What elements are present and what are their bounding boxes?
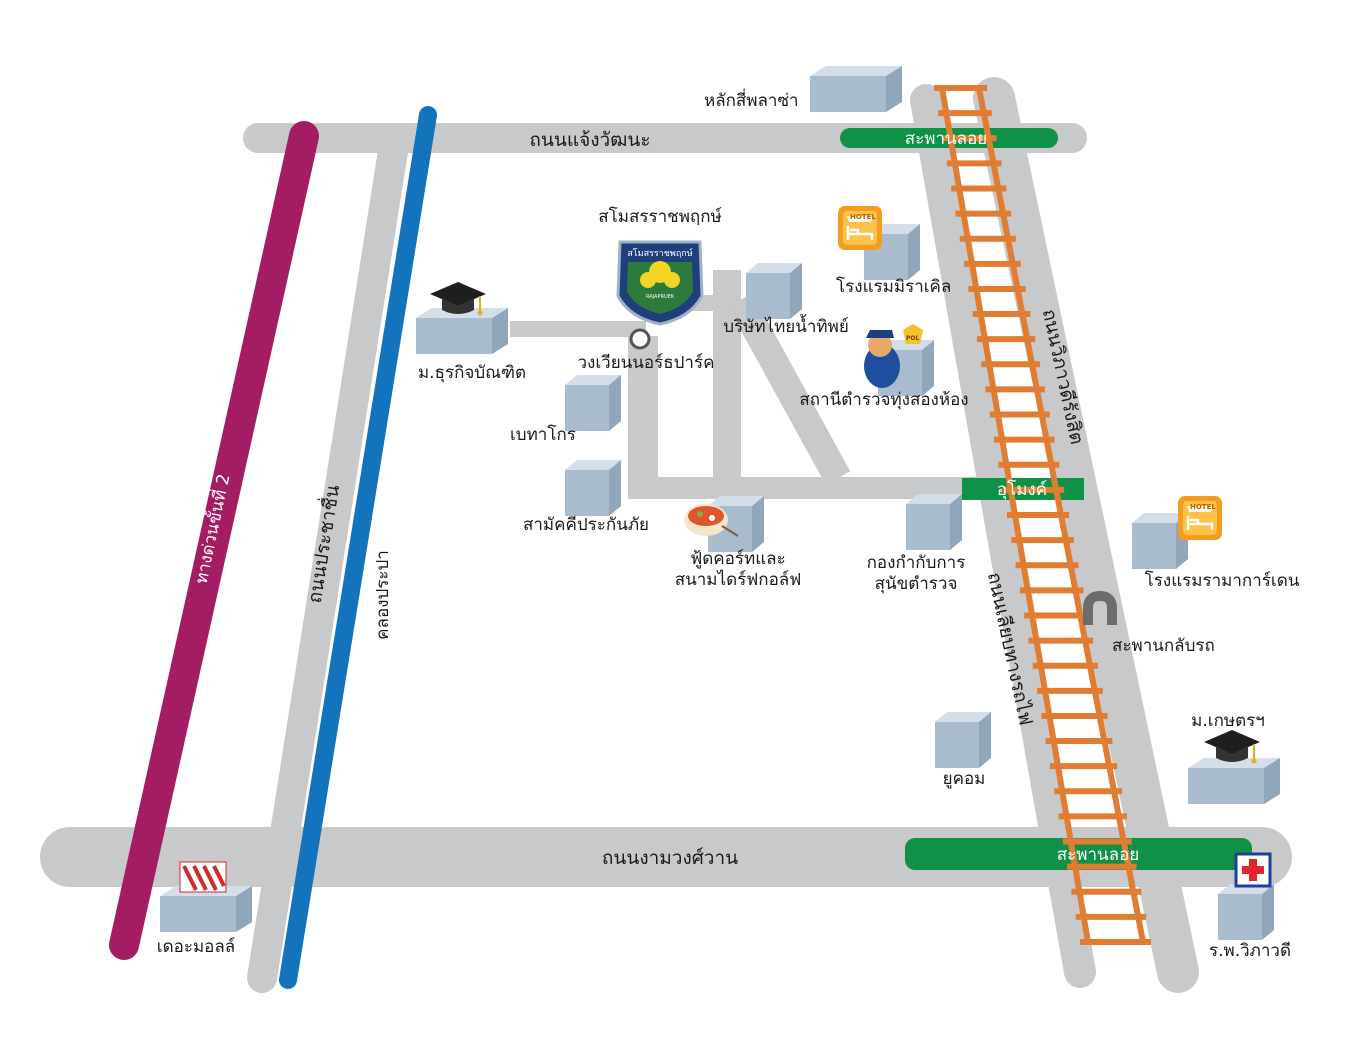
- label-tunnel: อุโมงค์: [997, 479, 1047, 500]
- building-the-mall: [160, 886, 252, 932]
- label-food-court-line1: ฟู้ดคอร์ทและ: [690, 549, 786, 569]
- building-thai-water: [746, 263, 802, 319]
- label-vibhavadi-hospital: ร.พ.วิภาวดี: [1209, 941, 1291, 961]
- label-thai-water: บริษัทไทยน้ำทิพย์: [723, 314, 849, 337]
- road-lane-diagonal: [727, 293, 851, 485]
- road-label-canal: คลองประปา: [373, 550, 393, 640]
- label-k9-line2: สุนัขตำรวจ: [875, 574, 958, 594]
- label-miracle-hotel: โรงแรมมิราเคิล: [836, 276, 951, 297]
- shopping-mall-icon: [179, 861, 227, 893]
- label-betagro: เบทาโกร: [510, 424, 576, 445]
- canal-prapa: [279, 106, 437, 989]
- police-officer-icon: POL: [864, 324, 923, 388]
- pedestrian-bridge-bottom: [905, 838, 1252, 870]
- label-police-station: สถานีตำรวจทุ่งสองห้อง: [799, 390, 968, 410]
- label-the-mall: เดอะมอลล์: [157, 937, 235, 957]
- building-betagro: [565, 375, 621, 431]
- club-badge-subtitle: RAJAPRUEK: [646, 294, 675, 300]
- building-ucom: [935, 712, 991, 768]
- label-u-turn-bridge: สะพานกลับรถ: [1112, 636, 1215, 656]
- label-rama-gardens: โรงแรมรามาการ์เดน: [1145, 570, 1300, 591]
- road-railway: [910, 84, 1096, 988]
- road-prachachuen: [247, 130, 409, 993]
- expressway: [109, 121, 319, 960]
- building-k9: [906, 494, 962, 550]
- label-k9-line1: กองกำกับการ: [867, 553, 966, 573]
- hotel-sign-text: HOTEL: [850, 213, 876, 221]
- label-dpu: ม.ธุรกิจบัณฑิต: [418, 363, 526, 383]
- hospital-icon: [1234, 852, 1272, 888]
- building-vibhavadi-hospital: [1218, 884, 1274, 940]
- building-dpu: [416, 308, 508, 354]
- hotel-sign-text: HOTEL: [1190, 503, 1216, 511]
- roundabout-marker: [629, 328, 651, 350]
- road-label-chaeng-watthana: ถนนแจ้งวัฒนะ: [529, 129, 650, 151]
- building-lak-si-plaza: [810, 66, 902, 112]
- label-food-court-line2: สนามไดร์ฟกอล์ฟ: [675, 569, 801, 590]
- svg-text:POL: POL: [906, 335, 919, 342]
- road-label-ngam-wong-wan: ถนนงามวงศ์วาน: [602, 847, 738, 869]
- food-bowl-icon: [684, 504, 739, 537]
- building-kasetsart: [1188, 758, 1280, 804]
- label-kasetsart: ม.เกษตรฯ: [1191, 711, 1265, 731]
- label-bridge-top: สะพานลอย: [905, 129, 987, 149]
- u-turn-bridge-icon: [1083, 590, 1117, 625]
- railway-track: [934, 85, 1151, 945]
- label-ucom: ยูคอม: [943, 769, 986, 789]
- road-vibhavadi: [973, 77, 1199, 993]
- building-samakkhi: [565, 460, 621, 516]
- label-bridge-bottom: สะพานลอย: [1057, 845, 1139, 865]
- label-samakkhi: สามัคคีประกันภัย: [523, 515, 649, 535]
- label-roundabout: วงเวียนนอร์ธปาร์ค: [578, 353, 715, 373]
- club-badge-title: สโมสรราชพฤกษ์: [627, 247, 693, 259]
- label-club: สโมสรราชพฤกษ์: [598, 206, 722, 227]
- club-logo: สโมสรราชพฤกษ์ RAJAPRUEK: [616, 240, 704, 326]
- label-lak-si-plaza: หลักสี่พลาซ่า: [704, 88, 799, 111]
